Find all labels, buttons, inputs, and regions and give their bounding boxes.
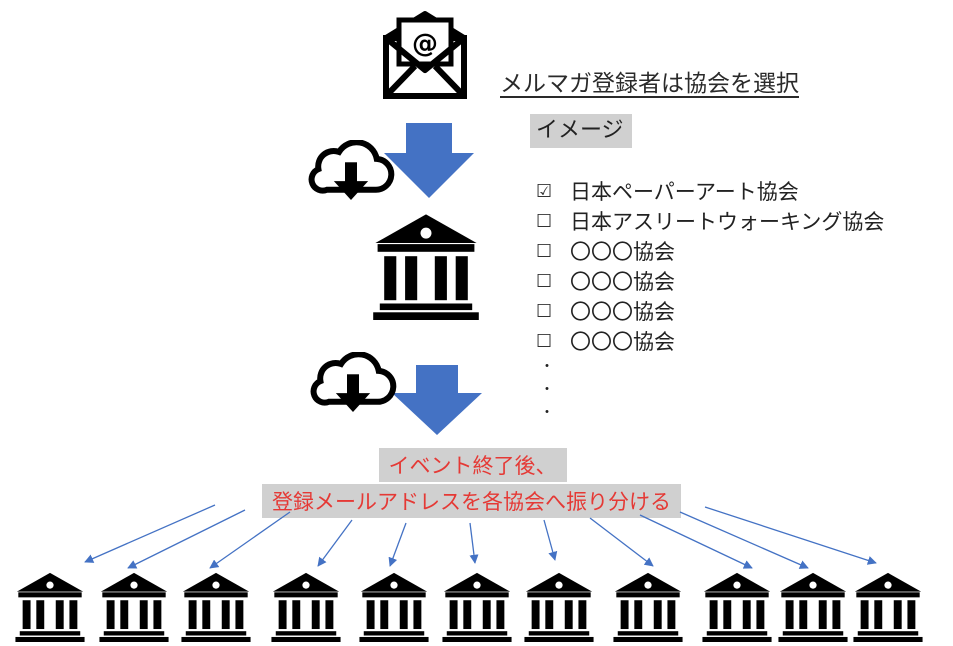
bank-building-icon [442, 572, 512, 642]
bank-building-icon [613, 572, 683, 642]
subscriber-choice-caption: メルマガ登録者は協会を選択 [500, 71, 799, 97]
svg-text:@: @ [412, 29, 438, 59]
association-item[interactable]: ☐ 〇〇〇協会 [536, 266, 884, 296]
checkbox[interactable]: ☐ [536, 300, 553, 322]
bank-building-icon [359, 572, 429, 642]
distribution-notice: イベント終了後、 登録メールアドレスを各協会へ振り分ける [0, 448, 953, 518]
association-checklist: ☑ 日本ペーパーアート協会 ☐ 日本アスリートウォーキング協会 ☐ 〇〇〇協会 ☐ 〇〇… [536, 176, 884, 356]
association-label: 日本アスリートウォーキング協会 [570, 210, 885, 234]
bank-building-icon [99, 572, 169, 642]
association-item[interactable]: ☑ 日本ペーパーアート協会 [536, 176, 884, 206]
association-label: 〇〇〇協会 [570, 300, 675, 324]
down-arrow-icon [384, 123, 474, 198]
association-label: 〇〇〇協会 [570, 270, 675, 294]
bank-building-icon [15, 572, 85, 642]
association-item[interactable]: ☐ 〇〇〇協会 [536, 296, 884, 326]
association-label: 〇〇〇協会 [570, 330, 675, 354]
notice-line-2: 登録メールアドレスを各協会へ振り分ける [262, 484, 681, 518]
association-item[interactable]: ☐ 日本アスリートウォーキング協会 [536, 206, 884, 236]
down-arrow-icon [392, 365, 482, 435]
checkbox[interactable]: ☐ [536, 210, 553, 232]
bank-building-icon [271, 572, 341, 642]
association-label: 〇〇〇協会 [570, 240, 675, 264]
bank-building-icon [778, 572, 848, 642]
association-item[interactable]: ☐ 〇〇〇協会 [536, 236, 884, 266]
bank-building-icon [702, 572, 772, 642]
bank-building-icon [853, 572, 923, 642]
checkbox[interactable]: ☐ [536, 240, 553, 262]
association-item[interactable]: ☐ 〇〇〇協会 [536, 326, 884, 356]
bank-building-icon [524, 572, 594, 642]
association-label: 日本ペーパーアート協会 [570, 180, 799, 204]
image-label: イメージ [530, 114, 632, 148]
checkbox[interactable]: ☐ [536, 330, 553, 352]
checkbox[interactable]: ☐ [536, 270, 553, 292]
notice-line-1: イベント終了後、 [378, 448, 567, 482]
ellipsis-dots: ・ ・ ・ [540, 359, 554, 421]
checkbox[interactable]: ☑ [536, 180, 553, 202]
bank-building-icon [181, 572, 251, 642]
envelope-at-icon: @ [383, 11, 467, 99]
